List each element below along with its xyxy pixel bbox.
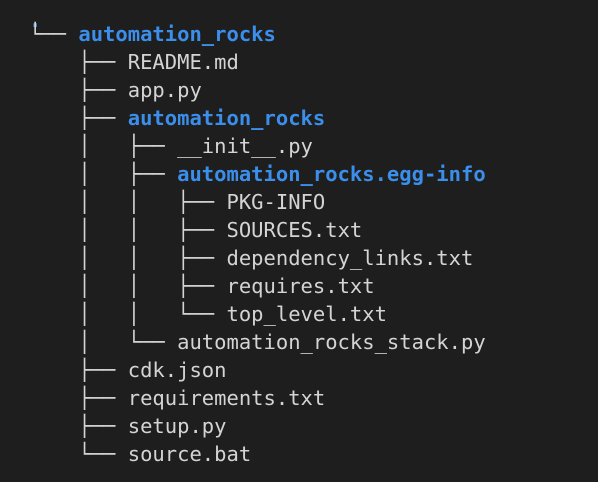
file-label: requirements.txt	[127, 386, 326, 410]
tree-branch-guide: │ │ ├──	[29, 218, 227, 242]
tree-branch-guide: ├──	[29, 106, 128, 130]
file-label: automation_rocks_stack.py	[177, 330, 486, 354]
tree-item-requires: │ │ ├── requires.txt	[29, 272, 375, 300]
tree-branch-guide: │ │ ├──	[29, 190, 227, 214]
tree-item-source-bat: └── source.bat	[29, 440, 251, 468]
tree-branch-guide: │ ├──	[29, 162, 178, 186]
tree-item-pkg-info: │ │ ├── PKG-INFO	[29, 188, 325, 216]
file-label: app.py	[127, 78, 202, 102]
tree-item-setup-py: ├── setup.py	[29, 412, 227, 440]
tree-root-label: .	[29, 8, 42, 32]
tree-item-top-level: │ │ └── top_level.txt	[29, 300, 387, 328]
tree-item-requirements: ├── requirements.txt	[29, 384, 325, 412]
tree-item-cdk-json: ├── cdk.json	[29, 356, 227, 384]
tree-branch-guide: └──	[29, 22, 79, 46]
tree-item-egg-info: │ ├── automation_rocks.egg-info	[29, 160, 486, 188]
tree-branch-guide: └──	[29, 442, 128, 466]
tree-branch-guide: ├──	[29, 358, 128, 382]
file-label: SOURCES.txt	[226, 218, 363, 242]
tree-item-stack-py: │ └── automation_rocks_stack.py	[29, 328, 486, 356]
tree-branch-guide: │ ├──	[29, 134, 178, 158]
directory-label: automation_rocks	[127, 106, 326, 130]
directory-label: automation_rocks.egg-info	[177, 162, 486, 186]
tree-item-sources: │ │ ├── SOURCES.txt	[29, 216, 362, 244]
tree-item-automation-rocks-root: └── automation_rocks	[29, 20, 276, 48]
tree-branch-guide: ├──	[29, 414, 128, 438]
tree-branch-guide: │ │ ├──	[29, 274, 227, 298]
file-label: dependency_links.txt	[226, 246, 474, 270]
tree-branch-guide: │ │ └──	[29, 302, 227, 326]
tree-branch-guide: │ │ ├──	[29, 246, 227, 270]
tree-item-app-py: ├── app.py	[29, 76, 202, 104]
tree-branch-guide: │ └──	[29, 330, 178, 354]
tree-item-readme: ├── README.md	[29, 48, 239, 76]
tree-item-dependency-links: │ │ ├── dependency_links.txt	[29, 244, 473, 272]
tree-branch-guide: ├──	[29, 386, 128, 410]
file-label: setup.py	[127, 414, 227, 438]
tree-branch-guide: ├──	[29, 78, 128, 102]
directory-label: automation_rocks	[78, 22, 276, 46]
file-label: source.bat	[127, 442, 252, 466]
file-label: requires.txt	[226, 274, 375, 298]
file-label: README.md	[127, 50, 239, 74]
file-label: __init__.py	[177, 134, 313, 158]
tree-item-init-py: │ ├── __init__.py	[29, 132, 313, 160]
file-label: top_level.txt	[226, 302, 387, 326]
file-label: PKG-INFO	[226, 190, 326, 214]
tree-branch-guide: ├──	[29, 50, 128, 74]
tree-root: .	[29, 6, 41, 34]
tree-item-automation-rocks-pkg: ├── automation_rocks	[29, 104, 325, 132]
file-label: cdk.json	[127, 358, 227, 382]
